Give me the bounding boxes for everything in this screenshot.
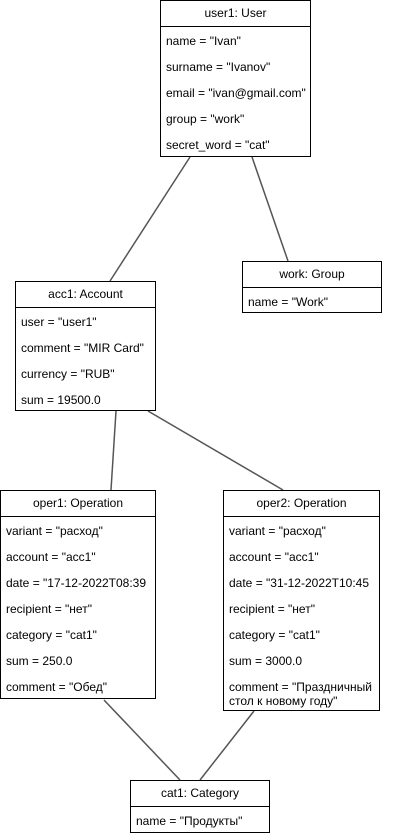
link-oper1-cat1 bbox=[103, 699, 181, 781]
attribute-sum: sum = 3000.0 bbox=[229, 654, 303, 668]
object-user1: user1: User name = "Ivan" surname = "Iva… bbox=[160, 0, 311, 157]
link-oper2-cat1 bbox=[199, 710, 255, 781]
object-title: acc1: Account bbox=[16, 282, 155, 308]
link-acc1-oper2 bbox=[147, 410, 284, 491]
object-title: oper2: Operation bbox=[224, 491, 379, 517]
attribute-comment: comment = "Обед" bbox=[6, 680, 108, 694]
attribute-account: account = "acc1" bbox=[229, 550, 319, 564]
object-oper1: oper1: Operation variant = "расход" acco… bbox=[0, 490, 156, 699]
link-acc1-oper1 bbox=[110, 410, 117, 491]
attribute-email: email = "ivan@gmail.com" bbox=[166, 86, 306, 100]
attribute-category: category = "cat1" bbox=[6, 628, 97, 642]
object-acc1: acc1: Account user = "user1" comment = "… bbox=[15, 281, 156, 411]
attribute-group: group = "work" bbox=[166, 112, 245, 126]
object-work: work: Group name = "Work" bbox=[242, 261, 382, 313]
object-title: cat1: Category bbox=[131, 781, 269, 807]
attribute-recipient: recipient = "нет" bbox=[229, 602, 315, 616]
object-title: oper1: Operation bbox=[1, 491, 155, 517]
attribute-variant: variant = "расход" bbox=[229, 524, 326, 538]
attribute-currency: currency = "RUB" bbox=[21, 367, 115, 381]
object-title: work: Group bbox=[243, 262, 381, 288]
attribute-category: category = "cat1" bbox=[229, 628, 320, 642]
attribute-comment: comment = "Праздничный стол к новому год… bbox=[229, 680, 372, 708]
link-user1-work bbox=[251, 156, 289, 262]
attribute-name: name = "Work" bbox=[248, 295, 328, 309]
attribute-surname: surname = "Ivanov" bbox=[166, 60, 271, 74]
object-cat1: cat1: Category name = "Продукты" bbox=[130, 780, 270, 833]
object-oper2: oper2: Operation variant = "расход" acco… bbox=[223, 490, 380, 711]
attribute-comment: comment = "MIR Card" bbox=[21, 341, 144, 355]
attribute-account: account = "acc1" bbox=[6, 550, 96, 564]
link-user1-acc1 bbox=[109, 156, 191, 282]
attribute-recipient: recipient = "нет" bbox=[6, 602, 92, 616]
attribute-name: name = "Продукты" bbox=[136, 814, 243, 828]
attribute-sum: sum = 250.0 bbox=[6, 654, 73, 668]
attribute-date: date = "31-12-2022T10:45 bbox=[229, 576, 370, 590]
attribute-sum: sum = 19500.0 bbox=[21, 393, 101, 407]
attribute-secret-word: secret_word = "cat" bbox=[166, 138, 270, 152]
attribute-user: user = "user1" bbox=[21, 315, 97, 329]
object-title: user1: User bbox=[161, 1, 310, 27]
attribute-variant: variant = "расход" bbox=[6, 524, 103, 538]
attribute-name: name = "Ivan" bbox=[166, 34, 241, 48]
attribute-date: date = "17-12-2022T08:39 bbox=[6, 576, 147, 590]
